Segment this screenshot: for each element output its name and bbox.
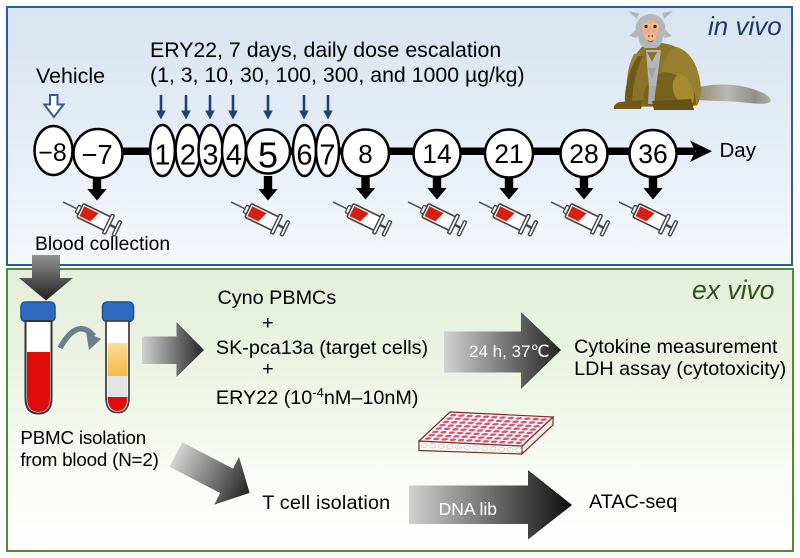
svg-text:8: 8	[358, 139, 372, 169]
svg-text:6: 6	[296, 140, 312, 172]
svg-text:1: 1	[154, 140, 170, 172]
svg-text:5: 5	[258, 135, 278, 176]
svg-text:7: 7	[319, 140, 335, 172]
svg-text:2: 2	[180, 140, 196, 172]
svg-text:21: 21	[494, 139, 523, 169]
svg-text:14: 14	[422, 139, 451, 169]
svg-text:36: 36	[638, 139, 667, 169]
svg-text:−8: −8	[38, 139, 67, 167]
svg-text:28: 28	[569, 139, 598, 169]
svg-text:3: 3	[202, 140, 218, 172]
svg-text:−7: −7	[81, 139, 112, 170]
svg-text:4: 4	[226, 140, 242, 172]
